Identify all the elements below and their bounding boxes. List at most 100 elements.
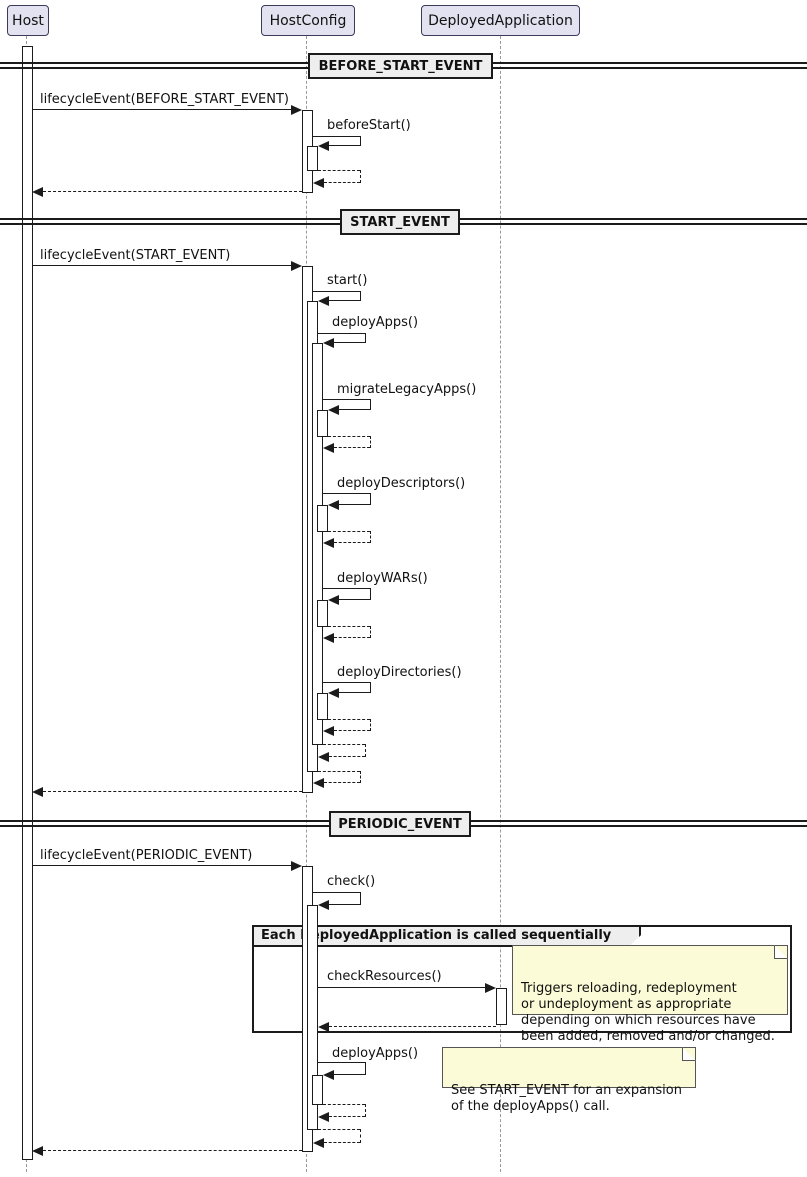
- return-arrow: [334, 542, 370, 543]
- return-arrow: [329, 1116, 365, 1117]
- self-call-arrow: [339, 504, 370, 505]
- return-arrow: [329, 756, 365, 757]
- arrowhead-icon: [323, 443, 334, 453]
- participant-host: Host: [7, 5, 49, 36]
- self-call-arrow: [334, 342, 365, 343]
- self-call-arrow: [360, 136, 361, 146]
- call-arrow: [32, 265, 291, 266]
- arrowhead-icon: [323, 338, 334, 348]
- self-call-arrow: [318, 333, 365, 334]
- activation-hostconfig: [307, 146, 318, 171]
- return-arrow: [334, 637, 370, 638]
- return-arrow: [324, 782, 360, 783]
- return-arrow: [334, 730, 370, 731]
- return-arrow: [318, 170, 360, 171]
- activation-hostconfig: [312, 343, 323, 745]
- participant-host-label: Host: [12, 12, 44, 29]
- activation-deployedapplication: [496, 988, 507, 1025]
- note-deploy-apps-text: See START_EVENT for an expansion of the …: [451, 1083, 682, 1114]
- self-call-arrow: [329, 904, 360, 905]
- arrowhead-icon: [291, 261, 302, 271]
- arrowhead-icon: [328, 405, 339, 415]
- self-call-arrow: [370, 682, 371, 693]
- return-arrow: [328, 531, 370, 532]
- return-arrow: [360, 771, 361, 783]
- return-arrow: [43, 1150, 302, 1151]
- self-call-arrow: [323, 399, 370, 400]
- return-arrow: [370, 719, 371, 731]
- return-arrow: [365, 744, 366, 757]
- activation-hostconfig: [317, 600, 328, 627]
- return-arrow: [324, 1142, 360, 1143]
- participant-hostconfig: HostConfig: [261, 5, 355, 36]
- return-arrow: [328, 436, 370, 437]
- self-call-arrow: [339, 409, 370, 410]
- return-arrow: [324, 182, 360, 183]
- return-arrow: [323, 1104, 365, 1105]
- return-arrow: [328, 626, 370, 627]
- message-label: deployApps(): [332, 1046, 419, 1061]
- self-call-arrow: [329, 145, 360, 146]
- arrowhead-icon: [323, 1070, 334, 1080]
- arrowhead-icon: [318, 1112, 329, 1122]
- divider-periodic-event: PERIODIC_EVENT: [329, 811, 471, 837]
- message-label: deployApps(): [332, 315, 419, 330]
- arrowhead-icon: [323, 538, 334, 548]
- activation-hostconfig: [317, 505, 328, 532]
- note-check-resources-text: Triggers reloading, redeployment or unde…: [521, 981, 775, 1044]
- self-call-arrow: [370, 399, 371, 410]
- divider-label: BEFORE_START_EVENT: [318, 58, 483, 74]
- arrowhead-icon: [318, 141, 329, 151]
- message-label: deployDescriptors(): [337, 476, 466, 491]
- self-call-arrow: [329, 300, 360, 301]
- return-arrow: [318, 1129, 360, 1130]
- return-arrow: [360, 170, 361, 183]
- return-arrow: [328, 719, 370, 720]
- arrowhead-icon: [328, 500, 339, 510]
- arrowhead-icon: [485, 983, 496, 993]
- return-arrow: [370, 436, 371, 448]
- group-frame-label: Each DeployedApplication is called seque…: [252, 925, 641, 947]
- self-call-arrow: [318, 1062, 365, 1063]
- arrowhead-icon: [32, 787, 43, 797]
- activation-hostconfig: [317, 410, 328, 437]
- arrowhead-icon: [323, 633, 334, 643]
- activation-hostconfig: [307, 905, 318, 1130]
- note-check-resources: Triggers reloading, redeployment or unde…: [512, 945, 788, 1044]
- return-arrow: [43, 791, 302, 792]
- message-label: lifecycleEvent(START_EVENT): [40, 248, 231, 263]
- arrowhead-icon: [328, 595, 339, 605]
- call-arrow: [318, 987, 485, 988]
- return-arrow: [365, 1104, 366, 1117]
- arrowhead-icon: [313, 1138, 324, 1148]
- return-arrow: [43, 191, 302, 192]
- self-call-arrow: [370, 588, 371, 600]
- self-call-arrow: [339, 692, 370, 693]
- group-frame: Each DeployedApplication is called seque…: [252, 925, 792, 1033]
- self-call-arrow: [334, 1074, 365, 1075]
- participant-hostconfig-label: HostConfig: [269, 12, 347, 29]
- call-arrow: [32, 109, 291, 110]
- message-label: beforeStart(): [327, 118, 411, 133]
- note-deploy-apps: See START_EVENT for an expansion of the …: [442, 1047, 696, 1114]
- self-call-arrow: [339, 599, 370, 600]
- activation-hostconfig: [312, 1075, 323, 1105]
- self-call-arrow: [323, 682, 370, 683]
- note-fold-icon: [682, 1047, 696, 1061]
- self-call-arrow: [313, 136, 360, 137]
- call-arrow: [32, 865, 291, 866]
- arrowhead-icon: [318, 296, 329, 306]
- participant-deployedapplication: DeployedApplication: [421, 5, 580, 36]
- arrowhead-icon: [318, 1022, 329, 1032]
- message-label: deployDirectories(): [337, 665, 462, 680]
- activation-hostconfig: [317, 693, 328, 720]
- note-fold-icon: [774, 945, 788, 959]
- message-label: start(): [327, 273, 368, 288]
- arrowhead-icon: [313, 178, 324, 188]
- message-label: lifecycleEvent(PERIODIC_EVENT): [40, 848, 253, 863]
- arrowhead-icon: [328, 688, 339, 698]
- message-label: checkResources(): [327, 969, 442, 984]
- return-arrow: [370, 531, 371, 543]
- arrowhead-icon: [318, 752, 329, 762]
